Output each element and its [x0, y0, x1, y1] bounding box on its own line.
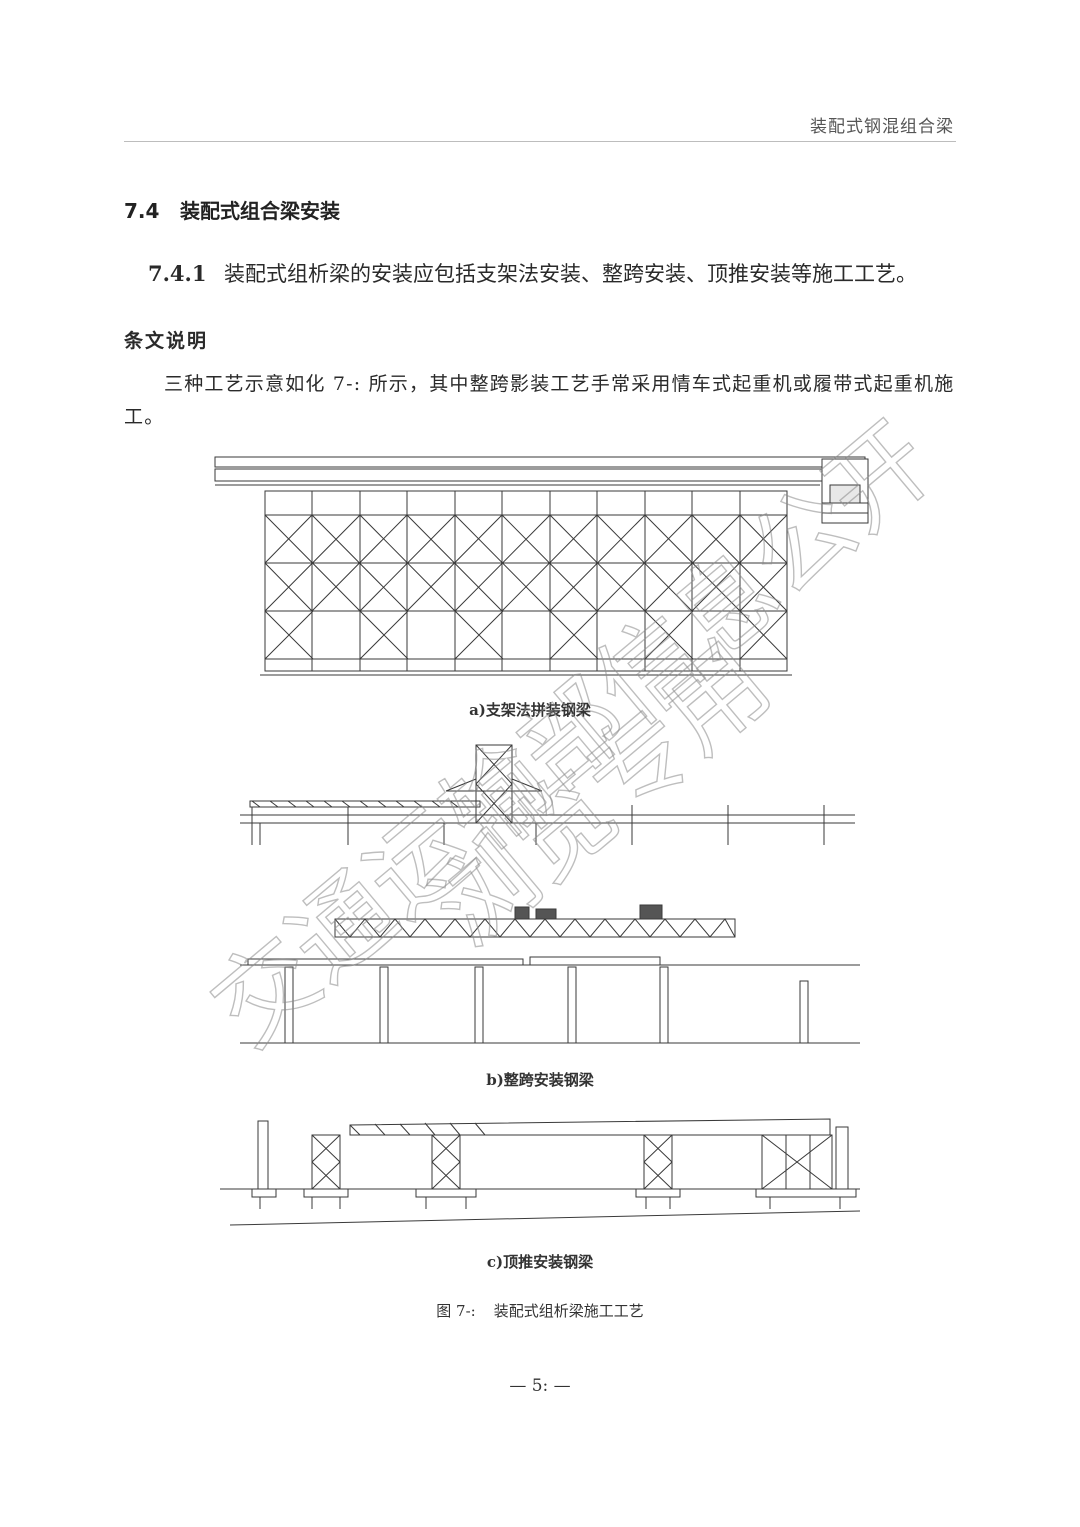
- page-number: — 5: —: [509, 1376, 571, 1396]
- panel-b-erection-drawing: [240, 744, 860, 1044]
- header-rule: [124, 141, 956, 142]
- explanation-heading: 条文说明: [124, 330, 209, 352]
- panel-c-caption: c)顶推安装钢梁: [487, 1253, 594, 1271]
- running-header: 装配式钢混组合梁: [810, 117, 954, 137]
- panel-a-falsework-drawing: [214, 456, 869, 676]
- clause-text: 装配式组析梁的安装应包括支架法安装、整跨安装、顶推安装等施工工艺。: [224, 262, 917, 286]
- figure-caption: 图 7-: 装配式组析梁施工工艺: [0, 1300, 1080, 1321]
- explanation-body: 三种工艺示意如化 7-: 所示，其中整跨影装工艺手常采用情车式起重机或履带式起重…: [124, 373, 955, 428]
- clause-7-4-1: 7.4.1 装配式组析梁的安装应包括支架法安装、整跨安装、顶推安装等施工工艺。: [148, 258, 917, 288]
- panel-b-caption: b)整跨安装钢梁: [486, 1071, 595, 1089]
- section-number: 7.4: [124, 199, 160, 223]
- clause-number: 7.4.1: [148, 261, 207, 286]
- figure-label: 图 7-:: [436, 1302, 476, 1320]
- figure-title: 装配式组析梁施工工艺: [493, 1302, 644, 1320]
- panel-c-launching-drawing: [220, 1118, 861, 1226]
- section-title: 7.4 装配式组合梁安装: [124, 195, 340, 224]
- panel-a-caption: a)支架法拼装钢梁: [469, 701, 592, 719]
- construction-figure: a)支架法拼装钢梁: [214, 456, 869, 1271]
- section-title-text: 装配式组合梁安装: [180, 199, 340, 223]
